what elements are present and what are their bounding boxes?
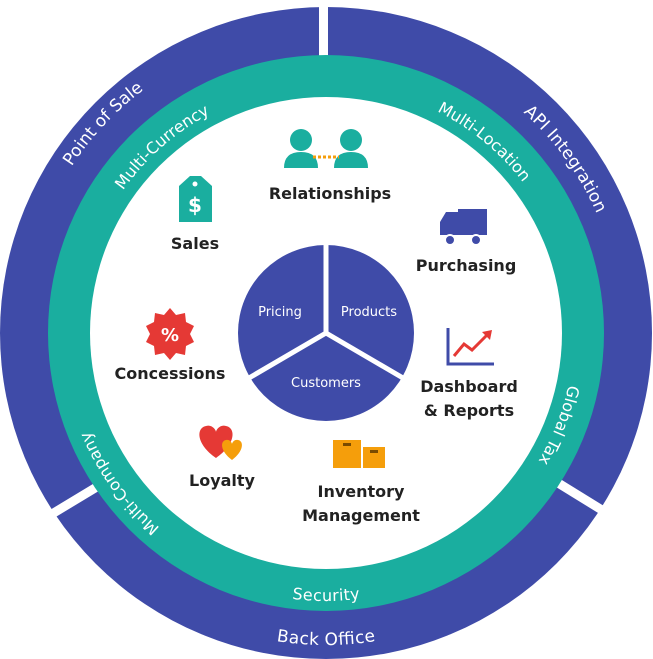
middle-label-security: Security <box>292 584 361 605</box>
feature-label-inventory-line2: Management <box>302 506 420 525</box>
feature-label-concessions: Concessions <box>115 364 226 383</box>
truck-icon <box>440 209 487 246</box>
feature-label-dashboard-line2: & Reports <box>424 401 514 420</box>
feature-label-loyalty: Loyalty <box>189 471 256 490</box>
middle-label-security-path: Security <box>292 584 361 605</box>
percent-symbol: % <box>161 325 179 346</box>
hearts-icon <box>199 425 242 460</box>
dollar-tag-icon: $ <box>179 176 212 222</box>
core-divider-right <box>324 330 405 381</box>
outer-label-back-office-path: Back Office <box>276 626 377 650</box>
trend-chart-icon <box>446 328 494 366</box>
feature-label-purchasing: Purchasing <box>416 256 517 275</box>
boxes-icon <box>333 440 385 468</box>
core-label-customers: Customers <box>291 376 361 391</box>
dollar-symbol: $ <box>188 193 202 217</box>
outer-label-back-office: Back Office <box>276 626 377 650</box>
outer-ring-gap-top <box>319 0 328 60</box>
core-label-pricing: Pricing <box>258 305 302 320</box>
feature-label-sales: Sales <box>171 234 219 253</box>
outer-ring-gap-right <box>547 474 613 519</box>
feature-label-relationships: Relationships <box>269 184 391 203</box>
relationships-icon <box>284 129 368 168</box>
core-label-products: Products <box>341 305 397 320</box>
feature-label-dashboard-line1: Dashboard <box>420 377 518 396</box>
outer-ring-gap-left <box>39 481 103 524</box>
core-divider-left <box>247 330 328 381</box>
percent-badge-icon: % <box>146 308 194 360</box>
feature-label-inventory-line1: Inventory <box>318 482 406 501</box>
